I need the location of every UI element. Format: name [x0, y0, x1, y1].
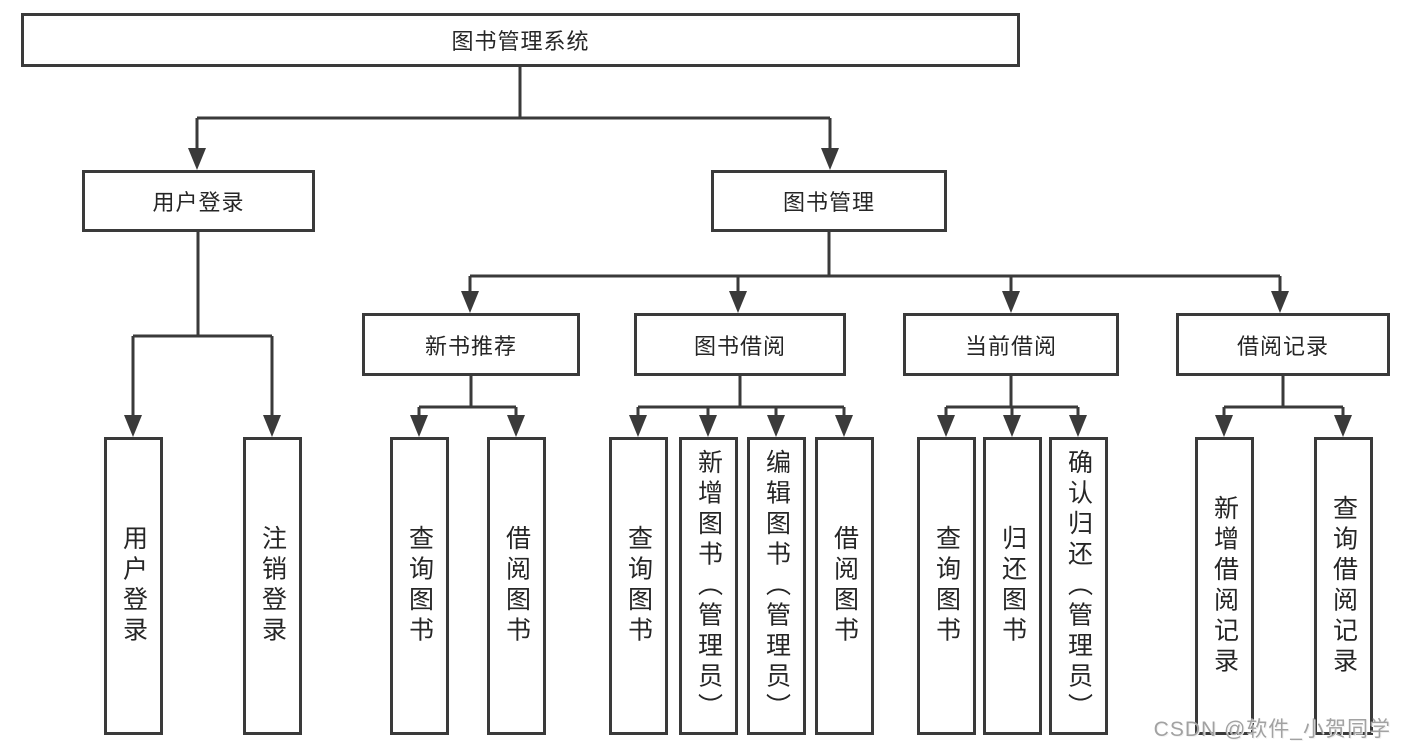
node-label: 查询图书: [405, 525, 434, 647]
node-label: 新增借阅记录: [1210, 494, 1239, 678]
leaf-confirm-return-admin: 确认归还（管理员）: [1049, 437, 1108, 735]
leaf-borrow-books: 借阅图书: [815, 437, 874, 735]
node-book-borrow: 图书借阅: [634, 313, 846, 376]
node-borrow-records: 借阅记录: [1176, 313, 1390, 376]
node-user-login: 用户登录: [82, 170, 315, 232]
node-label: 新增图书（管理员）: [694, 448, 723, 724]
leaf-add-book-admin: 新增图书（管理员）: [679, 437, 738, 735]
node-label: 借阅图书: [502, 525, 531, 647]
leaf-edit-book-admin: 编辑图书（管理员）: [747, 437, 806, 735]
node-label: 用户登录: [119, 525, 148, 647]
leaf-logout: 注销登录: [243, 437, 302, 735]
node-book-management: 图书管理: [711, 170, 947, 232]
node-label: 确认归还（管理员）: [1064, 448, 1093, 724]
leaf-query-books-current: 查询图书: [917, 437, 976, 735]
node-label: 注销登录: [258, 525, 287, 647]
node-label: 借阅图书: [830, 525, 859, 647]
node-label: 编辑图书（管理员）: [762, 448, 791, 724]
leaf-borrow-books-recommend: 借阅图书: [487, 437, 546, 735]
node-label: 查询图书: [932, 525, 961, 647]
leaf-user-login: 用户登录: [104, 437, 163, 735]
node-label: 查询借阅记录: [1329, 494, 1358, 678]
leaf-query-borrow-record: 查询借阅记录: [1314, 437, 1373, 735]
node-label: 归还图书: [998, 525, 1027, 647]
watermark-csdn: CSDN @软件_小贺同学: [1153, 718, 1391, 741]
node-new-book-recommend: 新书推荐: [362, 313, 580, 376]
node-current-borrow: 当前借阅: [903, 313, 1119, 376]
node-label: 查询图书: [624, 525, 653, 647]
leaf-query-books-borrow: 查询图书: [609, 437, 668, 735]
leaf-add-borrow-record: 新增借阅记录: [1195, 437, 1254, 735]
leaf-return-books: 归还图书: [983, 437, 1042, 735]
leaf-query-books-recommend: 查询图书: [390, 437, 449, 735]
node-library-system: 图书管理系统: [21, 13, 1020, 67]
